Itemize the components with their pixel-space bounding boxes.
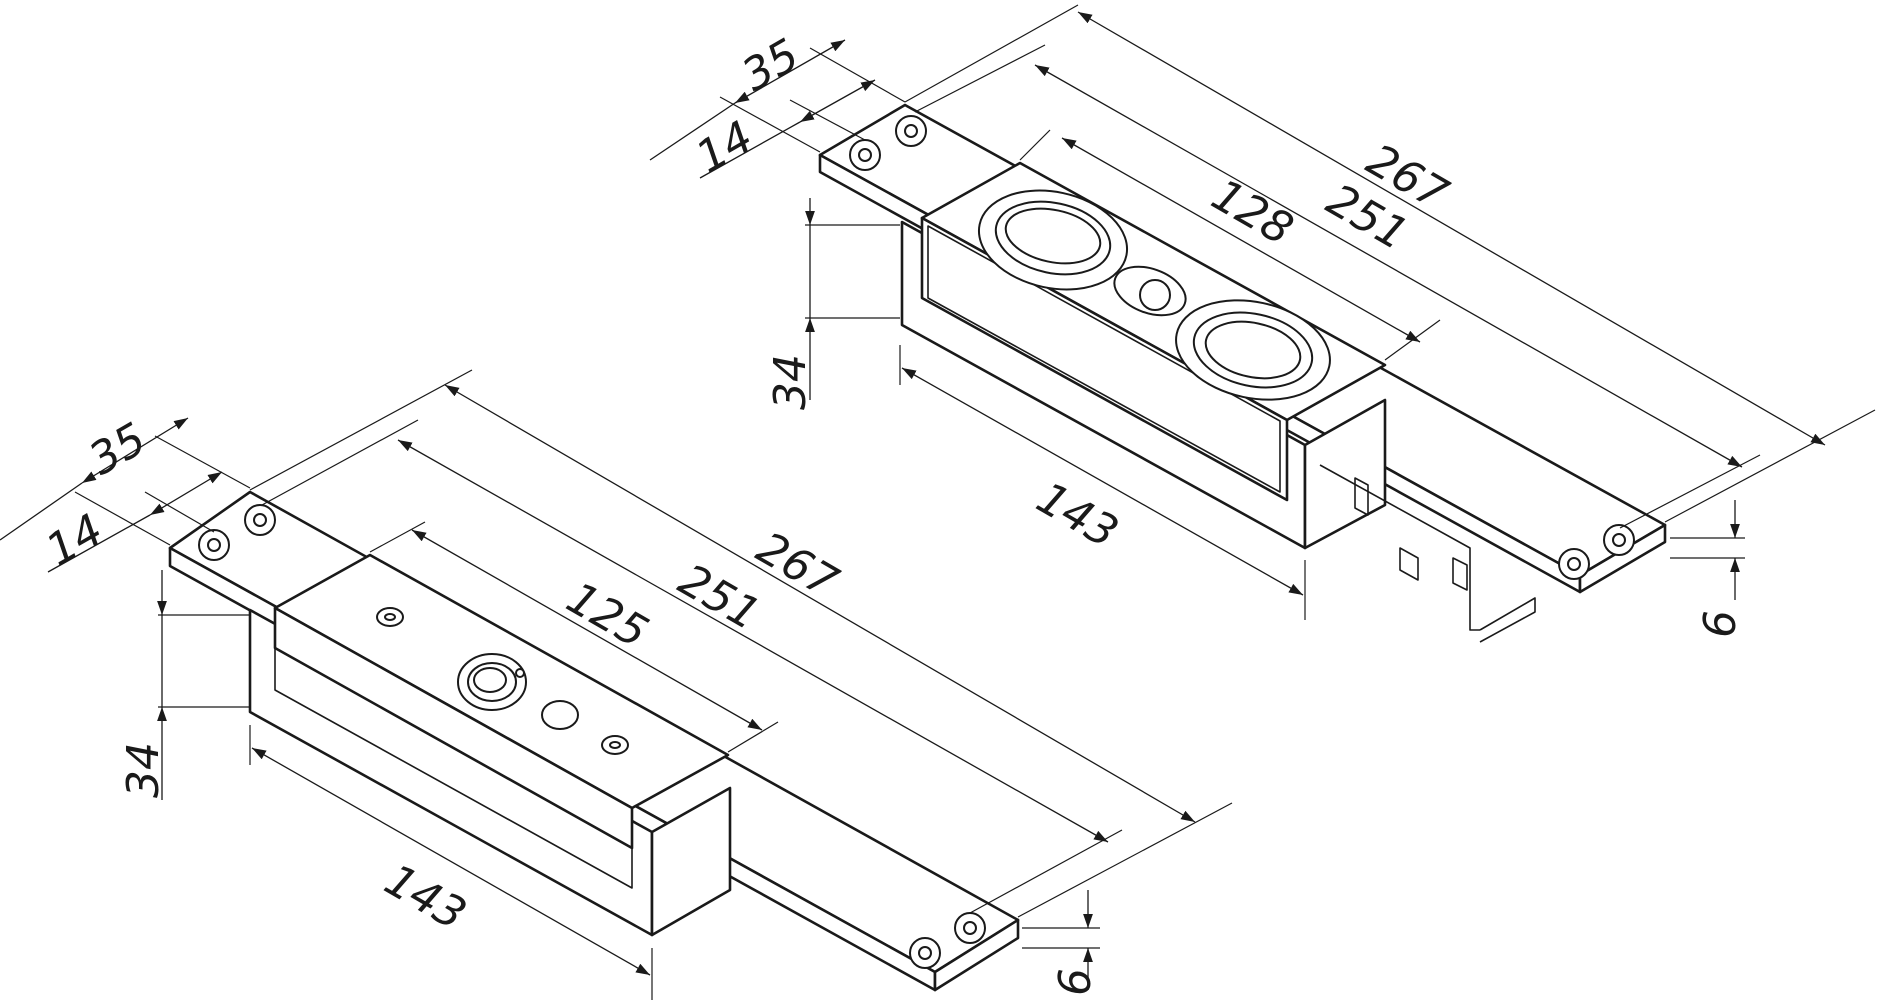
bottom-dim-125: 125 [558,572,656,658]
bottom-small-opening [541,700,579,730]
bottom-dim-34: 34 [118,742,169,798]
bottom-screw-holes-left [198,504,276,561]
bottom-dimensions: 267 251 125 35 14 34 143 [0,369,1233,1000]
top-screw-holes-left [849,115,927,171]
top-dim-6: 6 [1695,610,1746,638]
bottom-screw-holes-right [909,912,986,969]
top-dim-14: 14 [688,111,762,183]
top-dim-35: 35 [734,29,808,101]
bottom-dim-35: 35 [81,413,155,485]
bottom-round-opening [457,653,527,711]
bottom-dim-6: 6 [1050,968,1101,996]
top-dim-34: 34 [765,354,816,410]
bottom-strike-part [168,490,1020,992]
bottom-dim-143: 143 [376,854,474,940]
top-screw-holes-right [1558,524,1635,580]
top-dim-128: 128 [1203,169,1301,255]
bottom-dim-14: 14 [38,504,112,576]
top-dim-143: 143 [1028,472,1126,558]
